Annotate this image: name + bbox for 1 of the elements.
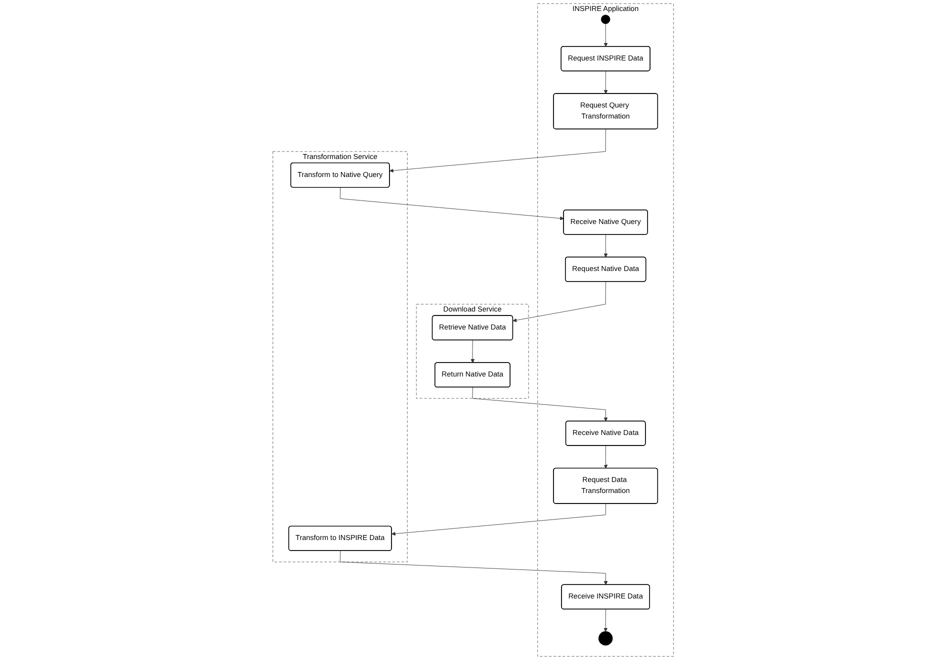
- node-circle: [601, 14, 610, 24]
